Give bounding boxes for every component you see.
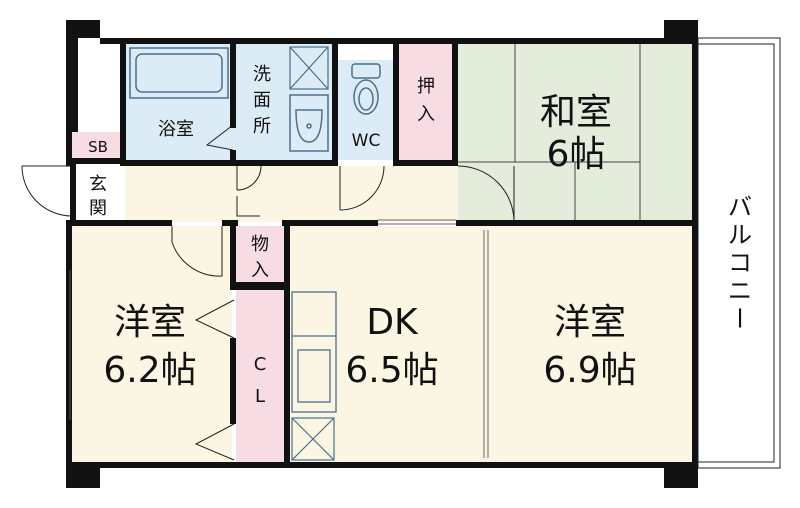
yoshitsu-east-area bbox=[486, 226, 692, 462]
balcony-label-1: バ bbox=[728, 193, 752, 221]
washbasin-icon bbox=[289, 94, 329, 152]
laundry-pan-icon bbox=[289, 46, 329, 90]
closet-label-1: C bbox=[254, 354, 267, 375]
balcony bbox=[697, 37, 781, 469]
monoire-label-2: 入 bbox=[251, 260, 269, 281]
closet-label-2: L bbox=[255, 386, 265, 407]
yoshitsu-east-size: 6.9帖 bbox=[543, 350, 636, 391]
tatami-lines bbox=[458, 44, 641, 222]
dk-name: DK bbox=[366, 302, 419, 343]
genkan-label-2: 関 bbox=[89, 198, 107, 219]
balcony-label-5: ー bbox=[725, 306, 753, 330]
genkan-label-1: 玄 bbox=[89, 174, 107, 195]
oshiire-label-2: 入 bbox=[417, 104, 435, 125]
washroom-label-2: 面 bbox=[253, 90, 271, 111]
balcony-label-2: ル bbox=[728, 221, 752, 249]
washroom-area bbox=[235, 44, 333, 160]
walls bbox=[66, 20, 698, 488]
bath-label: 浴室 bbox=[158, 119, 194, 140]
genkan-area bbox=[72, 166, 124, 222]
oshiire-area bbox=[398, 44, 458, 160]
sb-area bbox=[72, 132, 124, 158]
washroom-label-1: 洗 bbox=[253, 64, 271, 85]
yoshitsu-west-name: 洋室 bbox=[114, 302, 186, 343]
sb-label: SB bbox=[88, 138, 108, 156]
monoire-label-1: 物 bbox=[251, 234, 269, 255]
fridge-space-icon bbox=[291, 417, 335, 461]
door-swings bbox=[21, 124, 515, 461]
kitchen-counter-icon bbox=[291, 291, 337, 413]
monoire-area bbox=[236, 226, 284, 288]
dk-area bbox=[288, 226, 486, 462]
bathtub-icon bbox=[129, 47, 229, 99]
balcony-label-3: コ bbox=[728, 249, 752, 277]
corridor-area bbox=[125, 166, 458, 222]
balcony-label-4: ニ bbox=[728, 277, 752, 305]
toilet-icon bbox=[351, 63, 381, 115]
yoshitsu-west-area bbox=[72, 226, 232, 462]
oshiire-label-1: 押 bbox=[417, 76, 435, 97]
yoshitsu-west-size: 6.2帖 bbox=[103, 350, 196, 391]
yoshitsu-east-name: 洋室 bbox=[554, 302, 626, 343]
wc-label: WC bbox=[352, 131, 381, 151]
washroom-label-3: 所 bbox=[253, 116, 271, 137]
washitsu-size: 6帖 bbox=[547, 134, 606, 175]
dk-size: 6.5帖 bbox=[345, 350, 438, 391]
washitsu-name: 和室 bbox=[540, 92, 612, 133]
bath-area bbox=[125, 44, 235, 160]
closet-area bbox=[236, 290, 284, 462]
